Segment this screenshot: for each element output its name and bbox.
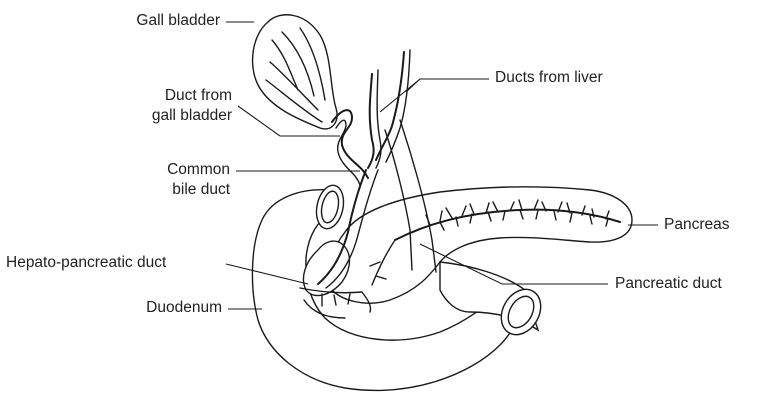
label-pancreatic-duct: Pancreatic duct — [615, 274, 722, 294]
cystic-duct — [332, 110, 368, 178]
label-common-bile-duct: Common bile duct — [100, 160, 230, 200]
hepatic-duct-left — [368, 74, 374, 168]
gall-bladder — [253, 15, 337, 129]
label-common-bile-duct-line2: bile duct — [100, 180, 230, 200]
cystic-duct-inner — [336, 120, 360, 185]
label-duct-from-gall-bladder: Duct from gall bladder — [100, 86, 232, 126]
label-ducts-from-liver: Ducts from liver — [495, 68, 603, 88]
label-duct-from-gall-bladder-line1: Duct from — [100, 86, 232, 106]
label-hepato-pancreatic-duct: Hepato-pancreatic duct — [6, 253, 166, 273]
label-duct-from-gall-bladder-line2: gall bladder — [100, 106, 232, 126]
label-duodenum: Duodenum — [98, 298, 222, 318]
label-pancreas: Pancreas — [664, 215, 729, 235]
label-common-bile-duct-line1: Common — [100, 160, 230, 180]
label-gall-bladder: Gall bladder — [88, 11, 220, 31]
